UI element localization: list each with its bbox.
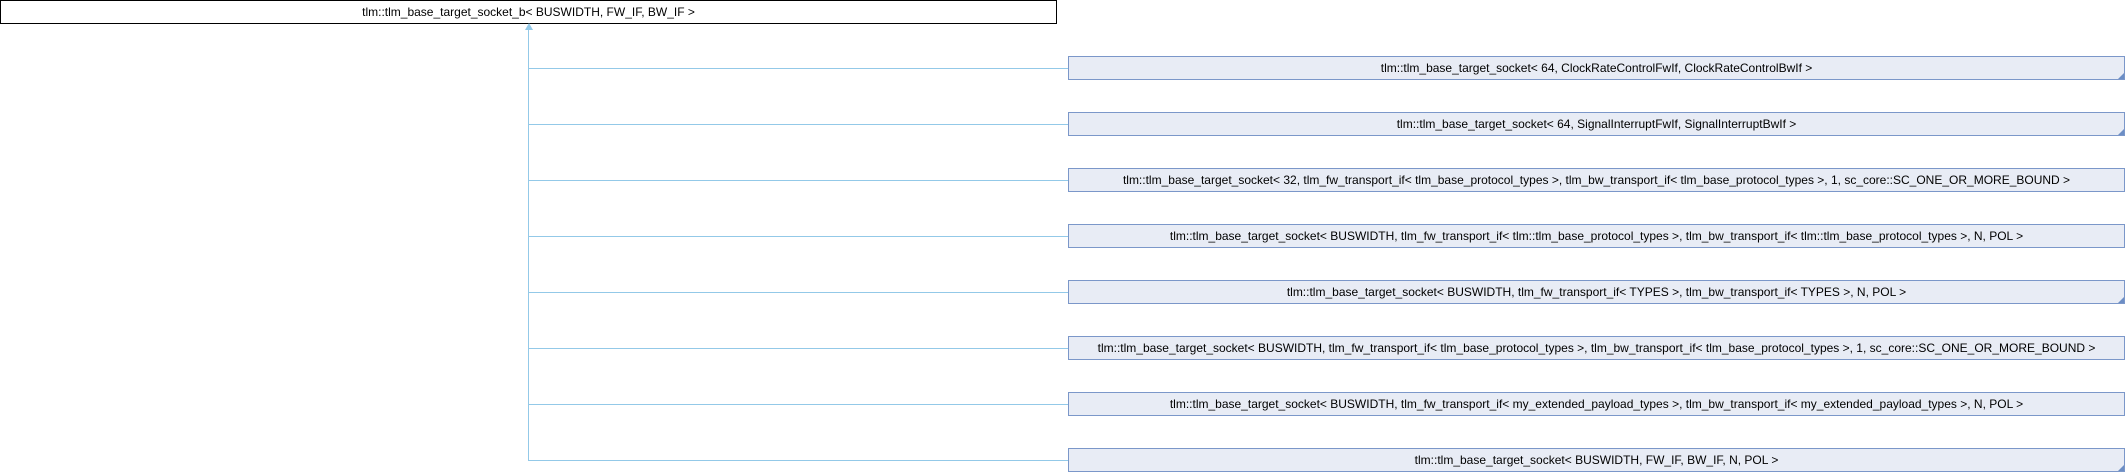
inheritance-edge bbox=[528, 404, 1068, 405]
inheritance-edge bbox=[528, 68, 1068, 69]
inheritance-edge bbox=[528, 180, 1068, 181]
derived-class-node[interactable]: tlm::tlm_base_target_socket< BUSWIDTH, t… bbox=[1068, 336, 2125, 360]
inheritance-arrowhead-icon bbox=[525, 23, 533, 30]
inheritance-edge bbox=[528, 292, 1068, 293]
external-ref-corner-icon bbox=[2118, 465, 2124, 471]
inheritance-edge bbox=[528, 236, 1068, 237]
derived-class-node[interactable]: tlm::tlm_base_target_socket< 64, ClockRa… bbox=[1068, 56, 2125, 80]
derived-class-node[interactable]: tlm::tlm_base_target_socket< BUSWIDTH, t… bbox=[1068, 280, 2125, 304]
derived-class-node[interactable]: tlm::tlm_base_target_socket< 32, tlm_fw_… bbox=[1068, 168, 2125, 192]
derived-class-label: tlm::tlm_base_target_socket< BUSWIDTH, t… bbox=[1169, 397, 2024, 411]
external-ref-corner-icon bbox=[2118, 129, 2124, 135]
derived-class-label: tlm::tlm_base_target_socket< BUSWIDTH, t… bbox=[1286, 285, 1907, 299]
base-class-label: tlm::tlm_base_target_socket_b< BUSWIDTH,… bbox=[362, 5, 695, 19]
derived-class-label: tlm::tlm_base_target_socket< 32, tlm_fw_… bbox=[1122, 173, 2071, 187]
derived-class-label: tlm::tlm_base_target_socket< BUSWIDTH, F… bbox=[1414, 453, 1779, 467]
derived-class-label: tlm::tlm_base_target_socket< BUSWIDTH, t… bbox=[1097, 341, 2096, 355]
derived-class-node[interactable]: tlm::tlm_base_target_socket< 64, SignalI… bbox=[1068, 112, 2125, 136]
inheritance-edge bbox=[528, 460, 1068, 461]
derived-class-node[interactable]: tlm::tlm_base_target_socket< BUSWIDTH, F… bbox=[1068, 448, 2125, 472]
derived-class-label: tlm::tlm_base_target_socket< 64, SignalI… bbox=[1396, 117, 1797, 131]
inheritance-edge bbox=[528, 348, 1068, 349]
base-class-node[interactable]: tlm::tlm_base_target_socket_b< BUSWIDTH,… bbox=[0, 0, 1057, 24]
inheritance-edge bbox=[528, 124, 1068, 125]
derived-class-node[interactable]: tlm::tlm_base_target_socket< BUSWIDTH, t… bbox=[1068, 224, 2125, 248]
inheritance-trunk-edge bbox=[528, 28, 529, 460]
derived-class-label: tlm::tlm_base_target_socket< BUSWIDTH, t… bbox=[1169, 229, 2024, 243]
external-ref-corner-icon bbox=[2118, 297, 2124, 303]
derived-class-label: tlm::tlm_base_target_socket< 64, ClockRa… bbox=[1380, 61, 1813, 75]
external-ref-corner-icon bbox=[2118, 73, 2124, 79]
derived-class-node[interactable]: tlm::tlm_base_target_socket< BUSWIDTH, t… bbox=[1068, 392, 2125, 416]
